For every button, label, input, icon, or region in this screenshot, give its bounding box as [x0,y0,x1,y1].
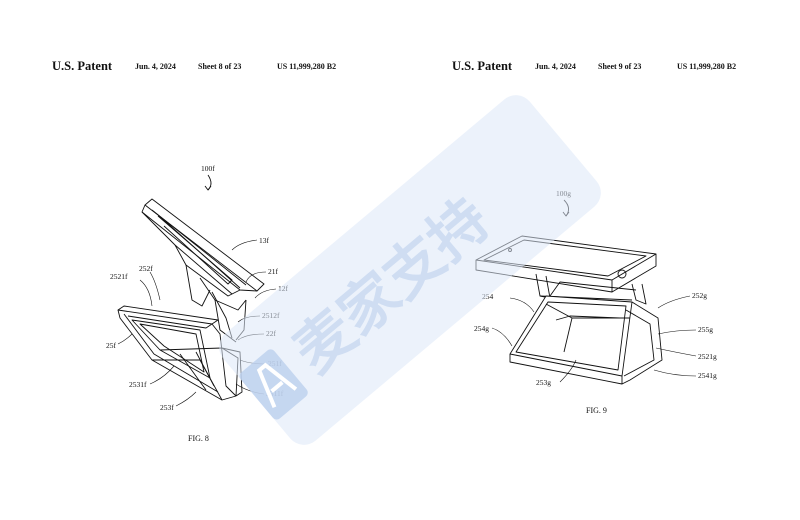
label-2541g: 2541g [698,371,717,380]
label-254g: 254g [474,324,489,333]
label-253g: 253g [536,378,551,387]
patent-number: US 11,999,280 B2 [277,62,337,71]
label-252g: 252g [692,291,707,300]
label-22f: 22f [266,329,277,338]
patent-label: U.S. Patent [452,59,513,73]
figure-8-caption: FIG. 8 [188,434,209,443]
label-253f: 253f [160,403,174,412]
label-21f: 21f [268,267,279,276]
label-2531f: 2531f [129,380,147,389]
patent-sheet-9: U.S. Patent Jun. 4, 2024 Sheet 9 of 23 U… [400,0,800,520]
label-2521g: 2521g [698,352,717,361]
patent-sheet-8: U.S. Patent Jun. 4, 2024 Sheet 8 of 23 U… [52,59,362,443]
label-100g: 100g [556,189,571,198]
ref-arrowhead-100f [204,185,212,191]
label-251f: 251f [268,359,282,368]
sheet-header: U.S. Patent Jun. 4, 2024 Sheet 9 of 23 U… [452,59,762,78]
top-tray [475,235,657,293]
patent-date: Jun. 4, 2024 [535,62,576,71]
sheet-number: Sheet 8 of 23 [198,62,242,71]
label-100f: 100f [201,164,215,173]
sheet-header: U.S. Patent Jun. 4, 2024 Sheet 8 of 23 U… [52,59,362,78]
label-255g: 255g [698,325,713,334]
label-252f: 252f [139,264,153,273]
figure-9-drawing: 100g 254 252g 254g 255g 2521g 253g 2541g… [474,189,717,415]
support-arms [185,264,247,343]
patent-label: U.S. Patent [52,59,113,73]
bottom-box [509,295,663,385]
tilted-top-tray [141,198,265,297]
figure-9-caption: FIG. 9 [586,406,607,415]
label-254: 254 [482,292,494,301]
label-2511f: 2511f [266,389,284,398]
label-2521f: 2521f [110,272,128,281]
patent-date: Jun. 4, 2024 [135,62,176,71]
sheet-number: Sheet 9 of 23 [598,62,642,71]
label-2512f: 2512f [262,311,280,320]
label-25f: 25f [106,341,117,350]
patent-number: US 11,999,280 B2 [677,62,737,71]
label-12f: 12f [278,284,289,293]
ref-arrowhead-100g [562,211,570,217]
figure-8-drawing: 100f 13f 21f 12f 2512f 22f 2521f 252f 25… [106,164,289,443]
label-13f: 13f [259,236,270,245]
